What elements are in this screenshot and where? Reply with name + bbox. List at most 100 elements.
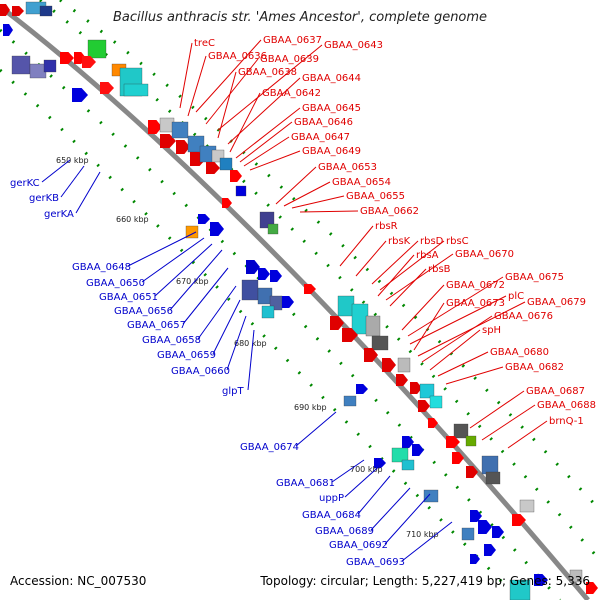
gene-label-reverse[interactable]: GBAA_0684: [302, 510, 361, 521]
gene-label-forward[interactable]: rbsA: [416, 250, 439, 261]
gene-label-reverse[interactable]: GBAA_0693: [346, 557, 405, 568]
gene-label-forward[interactable]: GBAA_0646: [294, 117, 353, 128]
gene-arrow-82: [484, 544, 496, 556]
label-leader-forward: [401, 284, 445, 331]
gene-box-12: [43, 59, 57, 73]
gene-label-forward[interactable]: spH: [482, 325, 501, 336]
gene-label-forward[interactable]: rbsD: [420, 236, 444, 247]
gene-label-forward[interactable]: GBAA_0644: [302, 73, 361, 84]
gene-label-forward[interactable]: GBAA_0676: [494, 311, 553, 322]
gene-label-forward[interactable]: rbsR: [375, 221, 398, 232]
gene-label-forward[interactable]: plC: [508, 291, 524, 302]
gene-label-reverse[interactable]: uppP: [319, 493, 344, 504]
gene-arrow-78: [470, 510, 482, 522]
gene-box-47: [351, 303, 369, 335]
gene-box-8: [87, 39, 107, 59]
gene-label-reverse[interactable]: GBAA_0650: [86, 278, 145, 289]
gene-label-forward[interactable]: GBAA_0672: [446, 280, 505, 291]
label-leader-reverse: [401, 521, 453, 562]
gene-arrow-6: [60, 52, 74, 64]
label-leader-forward: [377, 254, 415, 297]
gene-arrow-39: [270, 270, 282, 282]
gene-label-reverse[interactable]: GBAA_0689: [315, 526, 374, 537]
gene-label-forward[interactable]: GBAA_0680: [490, 347, 549, 358]
label-leader-reverse: [370, 487, 411, 531]
gene-arrow-80: [492, 526, 504, 538]
gene-label-forward[interactable]: GBAA_0638: [238, 67, 297, 78]
gene-arrow-74: [374, 458, 386, 468]
label-leader-forward: [179, 42, 193, 109]
gene-label-forward[interactable]: treC: [194, 38, 215, 49]
gene-arrow-76: [512, 514, 526, 526]
gene-arrow-5: [3, 24, 13, 36]
label-leader-forward: [299, 210, 359, 213]
gene-label-forward[interactable]: GBAA_0687: [526, 386, 585, 397]
gene-label-reverse[interactable]: GBAA_0692: [329, 540, 388, 551]
gene-arrow-15: [100, 82, 114, 94]
gene-label-reverse[interactable]: glpT: [222, 386, 244, 397]
gene-label-forward[interactable]: GBAA_0654: [332, 177, 391, 188]
gene-label-reverse[interactable]: GBAA_0659: [157, 350, 216, 361]
gene-label-reverse[interactable]: GBAA_0660: [171, 366, 230, 377]
gene-label-forward[interactable]: GBAA_0647: [291, 132, 350, 143]
gene-label-forward[interactable]: GBAA_0637: [263, 35, 322, 46]
gene-arrow-27: [206, 162, 220, 174]
gene-label-forward[interactable]: rbsK: [388, 236, 411, 247]
gene-label-forward[interactable]: GBAA_0679: [527, 297, 586, 308]
gene-label-forward[interactable]: rbsB: [428, 264, 451, 275]
gene-label-reverse[interactable]: GBAA_0651: [99, 292, 158, 303]
gene-label-forward[interactable]: brnQ-1: [549, 416, 584, 427]
gene-label-forward[interactable]: GBAA_0682: [505, 362, 564, 373]
gene-arrow-22: [176, 140, 190, 154]
gene-label-reverse[interactable]: gerKA: [44, 209, 74, 220]
gene-box-40: [241, 279, 259, 301]
gene-arrow-71: [412, 444, 424, 456]
label-leader-forward: [371, 240, 419, 285]
label-leader-forward: [187, 55, 207, 117]
label-leader-reverse: [75, 171, 101, 214]
gene-label-forward[interactable]: GBAA_0642: [262, 88, 321, 99]
gene-arrow-43: [282, 296, 294, 308]
gene-label-forward[interactable]: GBAA_0670: [455, 249, 514, 260]
gene-label-forward[interactable]: GBAA_0655: [346, 191, 405, 202]
gene-arrow-56: [410, 382, 422, 394]
scale-tick-label: 680 kbp: [234, 339, 267, 348]
gene-arrow-18: [148, 120, 162, 134]
gene-label-reverse[interactable]: GBAA_0674: [240, 442, 299, 453]
gene-label-forward[interactable]: GBAA_0649: [302, 146, 361, 157]
label-leader-forward: [229, 92, 261, 153]
gene-label-forward[interactable]: GBAA_0653: [318, 162, 377, 173]
label-leader-reverse: [226, 315, 247, 371]
gene-label-forward[interactable]: GBAA_0675: [505, 272, 564, 283]
gene-label-forward[interactable]: GBAA_0636: [208, 51, 267, 62]
label-leader-reverse: [169, 249, 223, 311]
label-leader-forward: [445, 366, 504, 385]
label-leader-forward: [275, 166, 317, 205]
gene-label-forward[interactable]: GBAA_0662: [360, 206, 419, 217]
gene-label-reverse[interactable]: GBAA_0656: [114, 306, 173, 317]
gene-label-forward[interactable]: GBAA_0639: [260, 54, 319, 65]
gene-box-58: [429, 395, 443, 409]
gene-label-forward[interactable]: GBAA_0643: [324, 40, 383, 51]
gene-label-forward[interactable]: GBAA_0688: [537, 400, 596, 411]
gene-label-forward[interactable]: GBAA_0673: [446, 298, 505, 309]
gene-label-reverse[interactable]: GBAA_0657: [127, 320, 186, 331]
gene-label-forward[interactable]: rbsC: [446, 236, 469, 247]
gene-arrow-45: [304, 284, 316, 294]
gene-box-11: [29, 63, 47, 79]
gene-box-67: [481, 455, 499, 475]
gene-label-reverse[interactable]: GBAA_0648: [72, 262, 131, 273]
gene-label-reverse[interactable]: GBAA_0658: [142, 335, 201, 346]
gene-label-reverse[interactable]: gerKB: [29, 193, 59, 204]
gene-label-forward[interactable]: GBAA_0645: [302, 103, 361, 114]
label-leader-forward: [385, 253, 454, 301]
label-leader-reverse: [357, 475, 391, 515]
gene-arrow-53: [382, 358, 396, 372]
gene-label-reverse[interactable]: GBAA_0681: [276, 478, 335, 489]
gene-box-77: [423, 489, 439, 503]
label-leader-forward: [437, 351, 489, 377]
gene-label-reverse[interactable]: gerKC: [10, 178, 40, 189]
gene-arrow-62: [356, 384, 368, 394]
gene-box-68: [485, 471, 501, 485]
label-leader-forward: [205, 58, 259, 125]
